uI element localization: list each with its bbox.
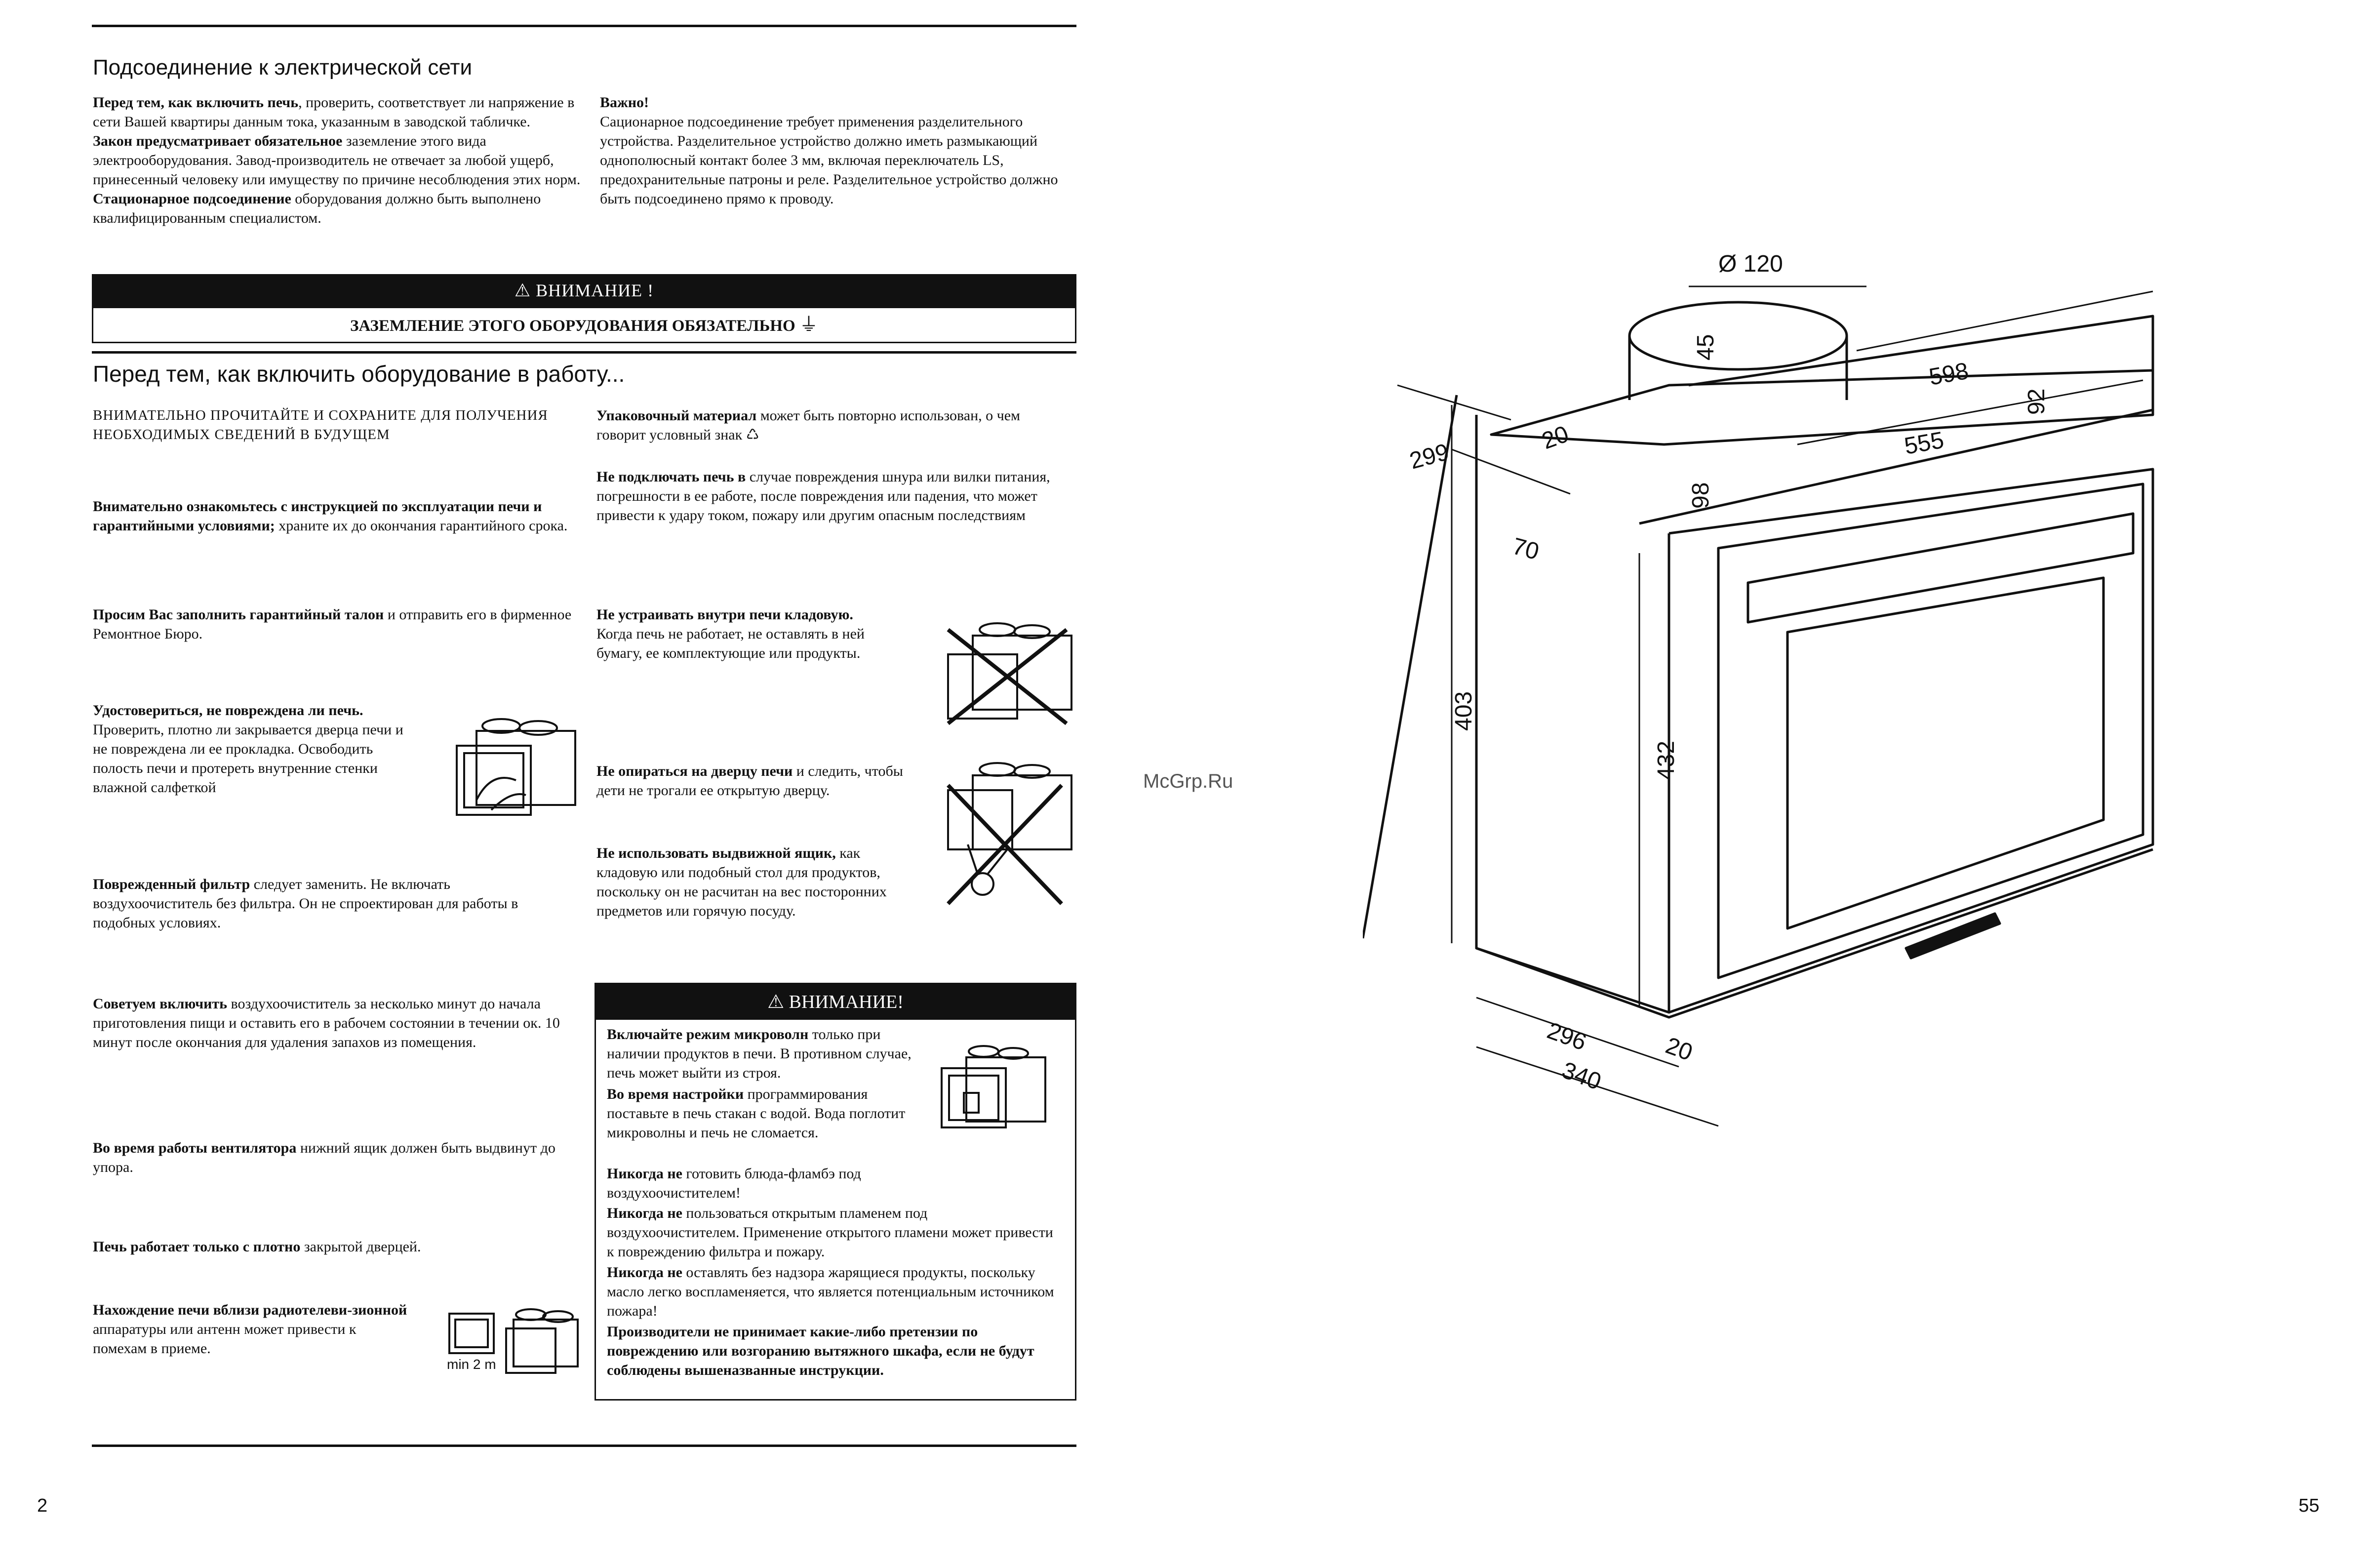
ground-symbol-icon: ⏚ [799, 314, 818, 335]
no-storage-text: Не устраивать внутри печи кладовую.Когда… [596, 606, 865, 661]
page-number-right: 55 [2299, 1495, 2320, 1516]
important-heading: Важно! [600, 94, 649, 111]
no-storage-illustration [947, 622, 1072, 725]
power-right-text: Важно! Сационарное подсоединение требует… [600, 93, 1069, 208]
min-distance-label: min 2 m [447, 1357, 496, 1372]
no-drawer-text: Не использовать выдвижной ящик, как клад… [596, 845, 887, 919]
before-para-4: Поврежденный фильтр следует заменить. Не… [93, 876, 518, 931]
section-rule [92, 351, 1076, 354]
dim-20-bottom: 20 [1662, 1033, 1696, 1066]
watermark: McGrp.Ru [1143, 770, 1233, 792]
read-keep-text: ВНИМАТЕЛЬНО ПРОЧИТАЙТЕ И СОХРАНИТЕ ДЛЯ П… [93, 407, 548, 442]
before-para-5: Советуем включить воздухоочиститель за н… [93, 996, 560, 1050]
before-para-2: Просим Вас заполнить гарантийный талон и… [93, 606, 572, 642]
page-number-left: 2 [37, 1495, 48, 1516]
no-connect-text: Не подключать печь в случае повреждения … [596, 469, 1050, 523]
before-para-6: Во время работы вентилятора нижний ящик … [93, 1140, 555, 1175]
warning-item-6: Производители не принимает какие-либо пр… [607, 1324, 1034, 1378]
microwave-water-illustration [941, 1045, 1046, 1128]
dim-98: 98 [1688, 482, 1714, 509]
power-para-1: Перед тем, как включить печь, проверить,… [93, 94, 575, 130]
power-left-text: Перед тем, как включить печь, проверить,… [93, 93, 582, 228]
dim-45: 45 [1693, 334, 1719, 361]
attention-bar-title: ВНИМАНИЕ ! [536, 281, 654, 300]
important-text: Сационарное подсоединение требует примен… [600, 114, 1058, 207]
dim-296: 296 [1544, 1018, 1589, 1056]
warning-item-2: Во время настройки программирования пост… [607, 1086, 906, 1141]
dim-555: 555 [1903, 427, 1946, 460]
dim-598: 598 [1927, 358, 1971, 391]
warning-item-4: Никогда не пользоваться открытым пламене… [607, 1205, 1053, 1260]
dimension-diagram: Ø 120 45 598 92 555 299 20 70 98 403 432… [1363, 251, 2154, 1127]
dim-432: 432 [1653, 741, 1679, 780]
warning-box-header: ⚠ ВНИМАНИЕ! [596, 984, 1075, 1020]
section-title-before: Перед тем, как включить оборудование в р… [93, 361, 625, 387]
oven-check-illustration [456, 718, 576, 816]
tv-distance-illustration [448, 1308, 579, 1374]
warning-item-5: Никогда не оставлять без надзора жарящие… [607, 1264, 1054, 1319]
top-rule [92, 25, 1076, 27]
bottom-rule [92, 1445, 1076, 1447]
grounding-box: ЗАЗЕМЛЕНИЕ ЭТОГО ОБОРУДОВАНИЯ ОБЯЗАТЕЛЬН… [92, 307, 1076, 343]
power-para-2: Закон предусматривает обязательное зазем… [93, 133, 581, 188]
before-para-8: Нахождение печи вблизи радиотелеви-зионн… [93, 1302, 407, 1357]
section-title-power: Подсоединение к электрической сети [93, 55, 473, 80]
before-para-3: Удостовериться, не повреждена ли печь.Пр… [93, 702, 403, 796]
warning-triangle-icon: ⚠ [514, 281, 531, 300]
warning-item-3: Никогда не готовить блюда-фламбэ под воз… [607, 1165, 861, 1201]
warning-item-1: Включайте режим микроволн только при нал… [607, 1026, 912, 1081]
warning-box: ⚠ ВНИМАНИЕ! Включайте режим микроволн то… [595, 983, 1076, 1401]
no-lean-illustration [947, 762, 1072, 905]
before-para-1: Внимательно ознакомьтесь с инструкцией п… [93, 498, 568, 534]
dim-70: 70 [1509, 533, 1542, 565]
warning-box-title: ВНИМАНИЕ! [789, 992, 904, 1012]
attention-bar: ⚠ ВНИМАНИЕ ! [92, 274, 1076, 307]
power-para-3: Стационарное подсоединение оборудования … [93, 191, 541, 226]
before-para-7: Печь работает только с плотно закрытой д… [93, 1239, 421, 1255]
dim-20-top: 20 [1539, 421, 1572, 454]
warning-box-triangle-icon: ⚠ [767, 992, 785, 1012]
no-lean-text: Не опираться на дверцу печи и следить, ч… [596, 763, 903, 799]
packaging-text: Упаковочный материал может быть повторно… [596, 407, 1021, 443]
grounding-text: ЗАЗЕМЛЕНИЕ ЭТОГО ОБОРУДОВАНИЯ ОБЯЗАТЕЛЬН… [350, 317, 795, 335]
dim-diameter: Ø 120 [1718, 251, 1783, 277]
dim-340: 340 [1558, 1057, 1604, 1095]
dim-403: 403 [1451, 691, 1477, 731]
dim-92: 92 [2023, 389, 2050, 415]
